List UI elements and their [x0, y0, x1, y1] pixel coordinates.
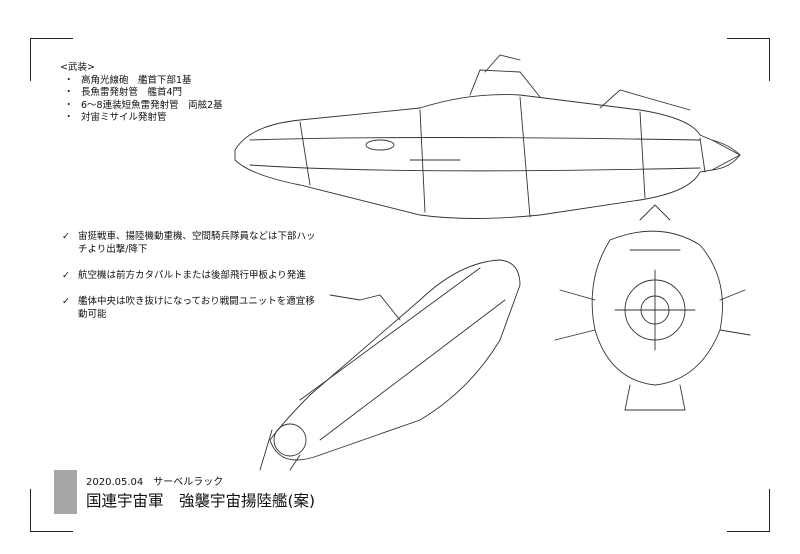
armament-item: ・長魚雷発射管 艦首4門 [64, 87, 183, 98]
note-item: ✓航空機は前方カタパルトまたは後部飛行甲板より発進 [62, 270, 306, 281]
crop-mark-top-left [30, 38, 73, 81]
note-item: ✓艦体中央は吹き抜けになっており戦闘ユニットを適宜移動可能 [62, 296, 315, 320]
armament-item: ・対宙ミサイル発射管 [64, 112, 167, 123]
check-icon: ✓ [62, 270, 70, 281]
armament-item: ・高角光線砲 艦首下部1基 [64, 74, 192, 86]
check-icon: ✓ [62, 296, 70, 307]
page-title: 国連宇宙軍 強襲宇宙揚陸艦(案) [86, 492, 316, 510]
front-view-sketch [554, 204, 751, 411]
armament-list: <武装> ・高角光線砲 艦首下部1基 ・長魚雷発射管 艦首4門 ・6～8連装短魚… [60, 62, 223, 125]
crop-mark-bottom-left [30, 489, 73, 532]
title-color-bar [54, 470, 77, 514]
notes-list: ✓宙挺戦車、揚陸機動重機、空間騎兵隊員などは下部ハッチより出撃/降下 ✓航空機は… [62, 230, 322, 334]
perspective-view-sketch [259, 259, 521, 471]
note-item: ✓宙挺戦車、揚陸機動重機、空間騎兵隊員などは下部ハッチより出撃/降下 [62, 231, 316, 255]
crop-mark-bottom-right [727, 489, 770, 532]
crop-mark-top-right [727, 38, 770, 81]
date-author: 2020.05.04 サーベルラック [86, 477, 224, 488]
check-icon: ✓ [62, 231, 70, 242]
side-view-sketch [234, 54, 741, 219]
armament-item: ・6～8連装短魚雷発射管 両舷2基 [64, 99, 223, 111]
armament-heading: <武装> [60, 62, 95, 73]
